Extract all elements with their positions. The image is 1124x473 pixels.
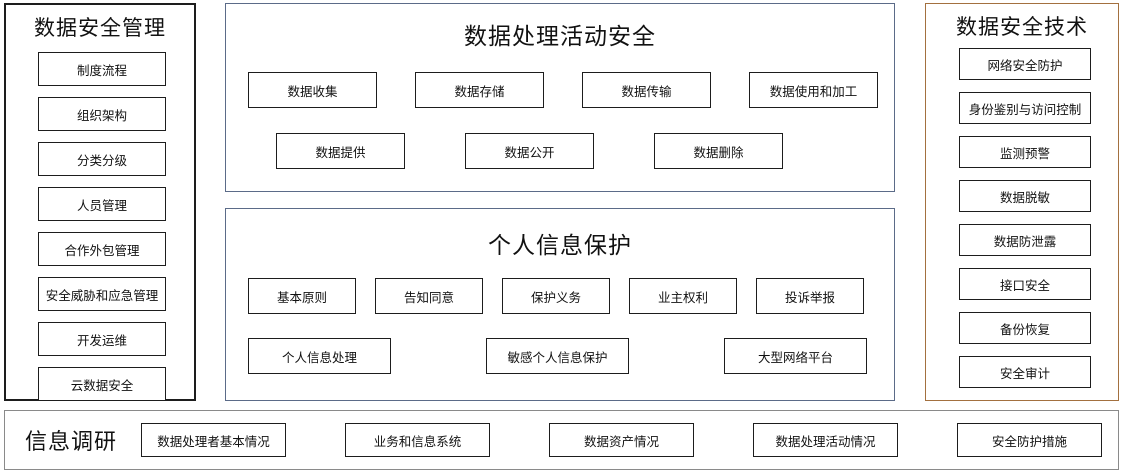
left-item-anquan-weixie-yingji-guanli[interactable]: 安全威胁和应急管理 [38, 277, 166, 311]
box-shuju-chuanshu[interactable]: 数据传输 [582, 72, 711, 108]
left-item-renyuan-guanli[interactable]: 人员管理 [38, 187, 166, 221]
bottom-bar-title: 信息调研 [25, 429, 118, 454]
right-item-shenfen-jianbie-fangwen-kongzhi[interactable]: 身份鉴别与访问控制 [959, 92, 1091, 124]
left-panel-item-list: 制度流程 组织架构 分类分级 人员管理 合作外包管理 安全威胁和应急管理 开发运… [38, 52, 166, 412]
personal-info-row-2: 个人信息处理 敏感个人信息保护 大型网络平台 [248, 338, 962, 374]
box-daxing-wangluo-pingtai[interactable]: 大型网络平台 [724, 338, 867, 374]
box-jiben-yuanze[interactable]: 基本原则 [248, 278, 356, 314]
data-processing-row-1: 数据收集 数据存储 数据传输 数据使用和加工 [248, 72, 916, 108]
panel-data-security-management: 数据安全管理 制度流程 组织架构 分类分级 人员管理 合作外包管理 安全威胁和应… [4, 3, 196, 401]
box-shuju-gongkai[interactable]: 数据公开 [465, 133, 594, 169]
right-item-beifen-huifu[interactable]: 备份恢复 [959, 312, 1091, 344]
right-item-shuju-fangxielou[interactable]: 数据防泄露 [959, 224, 1091, 256]
box-yezhu-quanli[interactable]: 业主权利 [629, 278, 737, 314]
left-item-zuzhi-jiagou[interactable]: 组织架构 [38, 97, 166, 131]
box-shuju-chuli-huodong-qingkuang[interactable]: 数据处理活动情况 [752, 423, 898, 457]
center-top-panel-title: 数据处理活动安全 [464, 23, 656, 49]
data-processing-row-2: 数据提供 数据公开 数据删除 [276, 133, 843, 169]
left-item-fenlei-fenji[interactable]: 分类分级 [38, 142, 166, 176]
box-gaozhi-tongyi[interactable]: 告知同意 [375, 278, 483, 314]
left-item-zhidu-liucheng[interactable]: 制度流程 [38, 52, 166, 86]
panel-data-security-technology: 数据安全技术 网络安全防护 身份鉴别与访问控制 监测预警 数据脱敏 数据防泄露 … [925, 3, 1119, 401]
box-yewu-he-xinxi-xitong[interactable]: 业务和信息系统 [345, 423, 490, 457]
right-item-wangluo-anquan-fanghu[interactable]: 网络安全防护 [959, 48, 1091, 80]
box-geren-xinxi-chuli[interactable]: 个人信息处理 [248, 338, 391, 374]
personal-info-row-1: 基本原则 告知同意 保护义务 业主权利 投诉举报 [248, 278, 883, 314]
panel-data-processing-activity-security: 数据处理活动安全 数据收集 数据存储 数据传输 数据使用和加工 数据提供 数据公… [225, 3, 895, 192]
box-shuju-zichan-qingkuang[interactable]: 数据资产情况 [548, 423, 694, 457]
left-panel-title: 数据安全管理 [34, 17, 166, 40]
panel-personal-information-protection: 个人信息保护 基本原则 告知同意 保护义务 业主权利 投诉举报 个人信息处理 敏… [225, 208, 895, 401]
box-shuju-cunchu[interactable]: 数据存储 [415, 72, 544, 108]
right-panel-title: 数据安全技术 [956, 16, 1088, 39]
left-item-hezuo-waibao-guanli[interactable]: 合作外包管理 [38, 232, 166, 266]
box-shuju-shouji[interactable]: 数据收集 [248, 72, 377, 108]
right-item-shuju-tuomin[interactable]: 数据脱敏 [959, 180, 1091, 212]
right-item-anquan-shenji[interactable]: 安全审计 [959, 356, 1091, 388]
left-item-kaifa-yunwei[interactable]: 开发运维 [38, 322, 166, 356]
panel-information-research: 信息调研 数据处理者基本情况 业务和信息系统 数据资产情况 数据处理活动情况 安… [4, 410, 1119, 470]
right-item-jiance-yujing[interactable]: 监测预警 [959, 136, 1091, 168]
box-shujuchuliazhe-jiben-qingkuang[interactable]: 数据处理者基本情况 [141, 423, 287, 457]
box-shuju-tigong[interactable]: 数据提供 [276, 133, 405, 169]
left-item-yun-shuju-anquan[interactable]: 云数据安全 [38, 367, 166, 401]
box-shuju-shiyong-jiagong[interactable]: 数据使用和加工 [749, 72, 878, 108]
right-item-jiekou-anquan[interactable]: 接口安全 [959, 268, 1091, 300]
box-shuju-shanchu[interactable]: 数据删除 [654, 133, 783, 169]
box-baohu-yiwu[interactable]: 保护义务 [502, 278, 610, 314]
bottom-bar-item-list: 数据处理者基本情况 业务和信息系统 数据资产情况 数据处理活动情况 安全防护措施 [141, 423, 1118, 457]
box-anquan-fanghu-cuoshi[interactable]: 安全防护措施 [956, 423, 1102, 457]
box-tousu-jubao[interactable]: 投诉举报 [756, 278, 864, 314]
box-minggan-geren-xinxi-baohu[interactable]: 敏感个人信息保护 [486, 338, 629, 374]
right-panel-item-list: 网络安全防护 身份鉴别与访问控制 监测预警 数据脱敏 数据防泄露 接口安全 备份… [959, 48, 1091, 400]
center-bottom-panel-title: 个人信息保护 [488, 232, 632, 258]
